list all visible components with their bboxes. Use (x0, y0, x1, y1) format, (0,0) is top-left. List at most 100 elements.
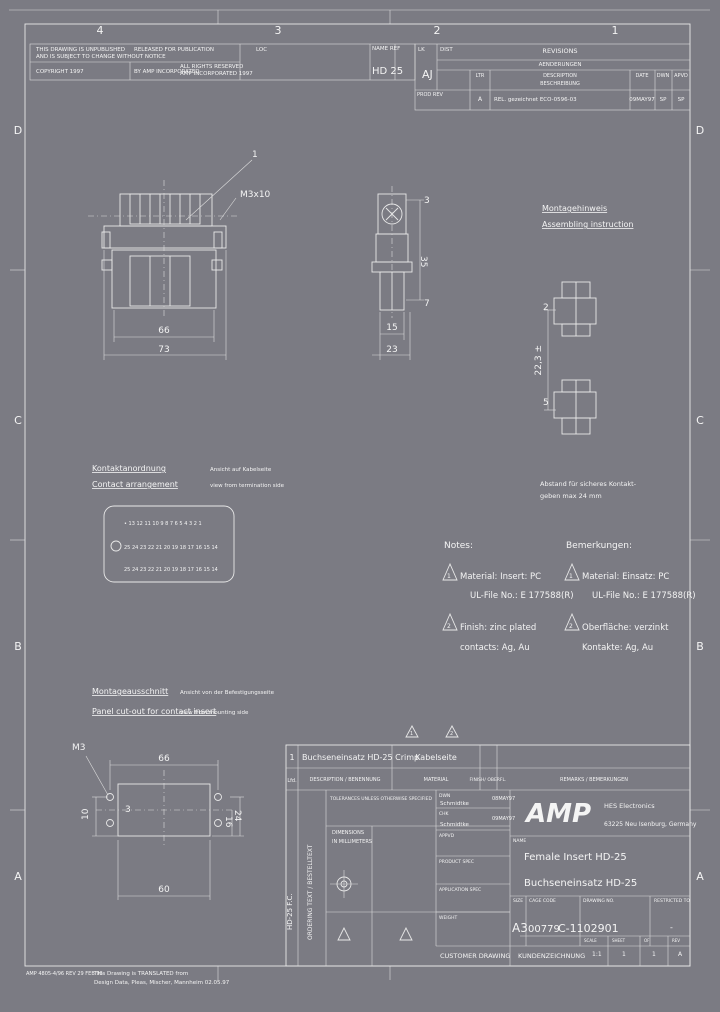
title-block-grid (285, 744, 691, 967)
panel-view-de: Ansicht von der Befestigungsseite (180, 690, 275, 696)
note-2-en-b: contacts: Ag, Au (460, 643, 530, 653)
zone-top-4: 4 (97, 24, 104, 37)
ordering-side-text: HD-25 F.C. (286, 893, 294, 930)
rev-value: A (678, 951, 683, 958)
header-note-2: AND IS SUBJECT TO CHANGE WITHOUT NOTICE (36, 54, 166, 60)
header-name-ref: NAME REF (372, 46, 400, 52)
note-1-marker: 1 (447, 573, 451, 580)
contact-title-en: Contact arrangement (92, 480, 178, 489)
appvd-label: APPVD (439, 833, 455, 839)
panel-title-en: Panel cut-out for contact insert (92, 707, 216, 716)
name-label: NAME (513, 838, 526, 844)
drawing-name-en: Female Insert HD-25 (524, 852, 627, 863)
zone-side-c: C (14, 414, 22, 427)
finish-header: FINISH/ OBERFL. (470, 777, 507, 783)
dwn-triangle-icon (337, 926, 351, 941)
projection-symbol (330, 870, 358, 898)
title-marker-2: 2 (450, 731, 453, 737)
sheet-of: 1 (652, 951, 656, 958)
item-material: Kabelseite (415, 753, 457, 762)
front-view-callout: 1 (252, 150, 258, 160)
header-dist: DIST (440, 47, 453, 53)
desc-header: DESCRIPTION / BENENNUNG (310, 777, 381, 783)
notes-title-de: Bemerkungen: (566, 541, 632, 551)
sheet-of-label: OF (644, 938, 650, 943)
contact-title-de: Kontaktanordnung (92, 464, 166, 473)
drawing-number: C-1102901 (558, 922, 619, 935)
drawing-number-label: DRAWING NO. (583, 898, 614, 904)
revisions-date-head: DATE (635, 73, 648, 79)
sheet-label: SHEET (612, 938, 626, 943)
side-view-dim-right: 7 (424, 299, 430, 309)
revisions-ltr-head: LTR (476, 73, 485, 79)
restricted-label: RESTRICTED TO (654, 898, 690, 904)
weight-label: WEIGHT (439, 915, 457, 921)
prod-spec-label: PRODUCT SPEC (439, 859, 474, 865)
zone-side-c-right: C (696, 414, 704, 427)
zone-side-d: D (14, 124, 22, 137)
panel-dim-left: 10 (81, 808, 91, 820)
revisions-prod-rev: PROD REV (417, 92, 443, 98)
side-view-dim-height: 35 (418, 256, 428, 267)
panel-dim-right-b: 24 (232, 810, 242, 822)
customer-drawing: CUSTOMER DRAWING (440, 952, 510, 960)
panel-screw-label: M3 (72, 743, 86, 753)
kundenzeichnung: KUNDENZEICHNUNG (518, 952, 585, 960)
note-2-de-marker: 2 (569, 623, 573, 630)
restricted-value: - (670, 923, 673, 932)
company-location: 63225 Neu Isenburg, Germany (604, 821, 697, 828)
header-loc: LOC (256, 47, 267, 53)
header-released: RELEASED FOR PUBLICATION (134, 47, 214, 53)
revisions-dwn-head: DWN (657, 73, 670, 79)
assembly-note-1: Abstand für sicheres Kontakt- (540, 480, 637, 488)
assembly-note-2: geben max 24 mm (540, 492, 602, 500)
header-rights: ALL RIGHTS RESERVED (180, 64, 243, 70)
footer-line-1: This Drawing is TRANSLATED from (93, 971, 188, 977)
zone-side-a: A (14, 870, 22, 883)
item-description: Buchseneinsatz HD-25 Crimp (302, 753, 419, 762)
front-view-screw-label: M3x10 (240, 190, 271, 200)
material-header: MATERIAL (424, 777, 449, 783)
zone-side-b-right: B (696, 640, 704, 653)
note-1-de-a: Material: Einsatz: PC (582, 572, 669, 582)
revisions-row-desc: REL. gezeichnet ECO-0596-03 (494, 97, 577, 103)
note-2-en-a: Finish: zinc plated (460, 623, 536, 633)
size-label: SIZE (513, 898, 523, 904)
footer-line-2: Design Data, Pleas, Mischer, Mannheim 02… (94, 980, 230, 986)
note-1-de-b: UL-File No.: E 177588(R) (592, 591, 696, 601)
note-2-de-b: Kontakte: Ag, Au (582, 643, 653, 653)
side-view-dim-inner: 15 (386, 323, 397, 333)
note-2-triangle-icon (442, 612, 458, 631)
panel-dim-bottom: 60 (158, 885, 170, 895)
header-rights-2: AMP INCORPORATED 1997 (180, 71, 253, 77)
cage-value: 00779 (528, 924, 560, 935)
item-number: 1 (289, 753, 294, 762)
contact-row-1: • 13 12 11 10 9 8 7 6 5 4 3 2 1 (124, 521, 202, 527)
scale-value: 1:1 (592, 951, 602, 958)
zone-side-a-right: A (696, 870, 704, 883)
zone-top-1: 1 (612, 24, 619, 37)
remarks-header: REMARKS / BEMERKUNGEN (560, 777, 628, 783)
assembly-dim-top: 2 (543, 303, 549, 313)
header-note-1: THIS DRAWING IS UNPUBLISHED (35, 47, 125, 53)
side-view-drawing (371, 186, 424, 360)
zone-top-2: 2 (434, 24, 441, 37)
dwn-date: 08MAY97 (492, 796, 515, 802)
assembly-dim-bottom: 5 (543, 398, 549, 408)
assembly-dim: 22,3 ± (534, 345, 544, 375)
note-2-de-triangle-icon (564, 612, 580, 631)
assembly-title-en: Assembling instruction (542, 220, 633, 229)
sheet-number: 1 (622, 951, 626, 958)
panel-title-de: Montageausschnitt (92, 687, 168, 696)
panel-dim-right-a: 16 (223, 816, 233, 828)
note-1-de-marker: 1 (569, 573, 573, 580)
header-dist-value: AJ (422, 68, 433, 81)
contact-row-2: 25 24 23 22 21 20 19 18 17 16 15 14 (124, 545, 218, 551)
scale-label: SCALE (584, 938, 597, 943)
header-released-by: BY AMP INCORPORATED (134, 69, 200, 75)
contact-view-de: Ansicht auf Kabelseite (210, 467, 272, 473)
panel-dim-top: 66 (158, 754, 170, 764)
appvd-triangle-icon (399, 926, 413, 941)
title-marker-1-triangle-icon (405, 725, 419, 738)
